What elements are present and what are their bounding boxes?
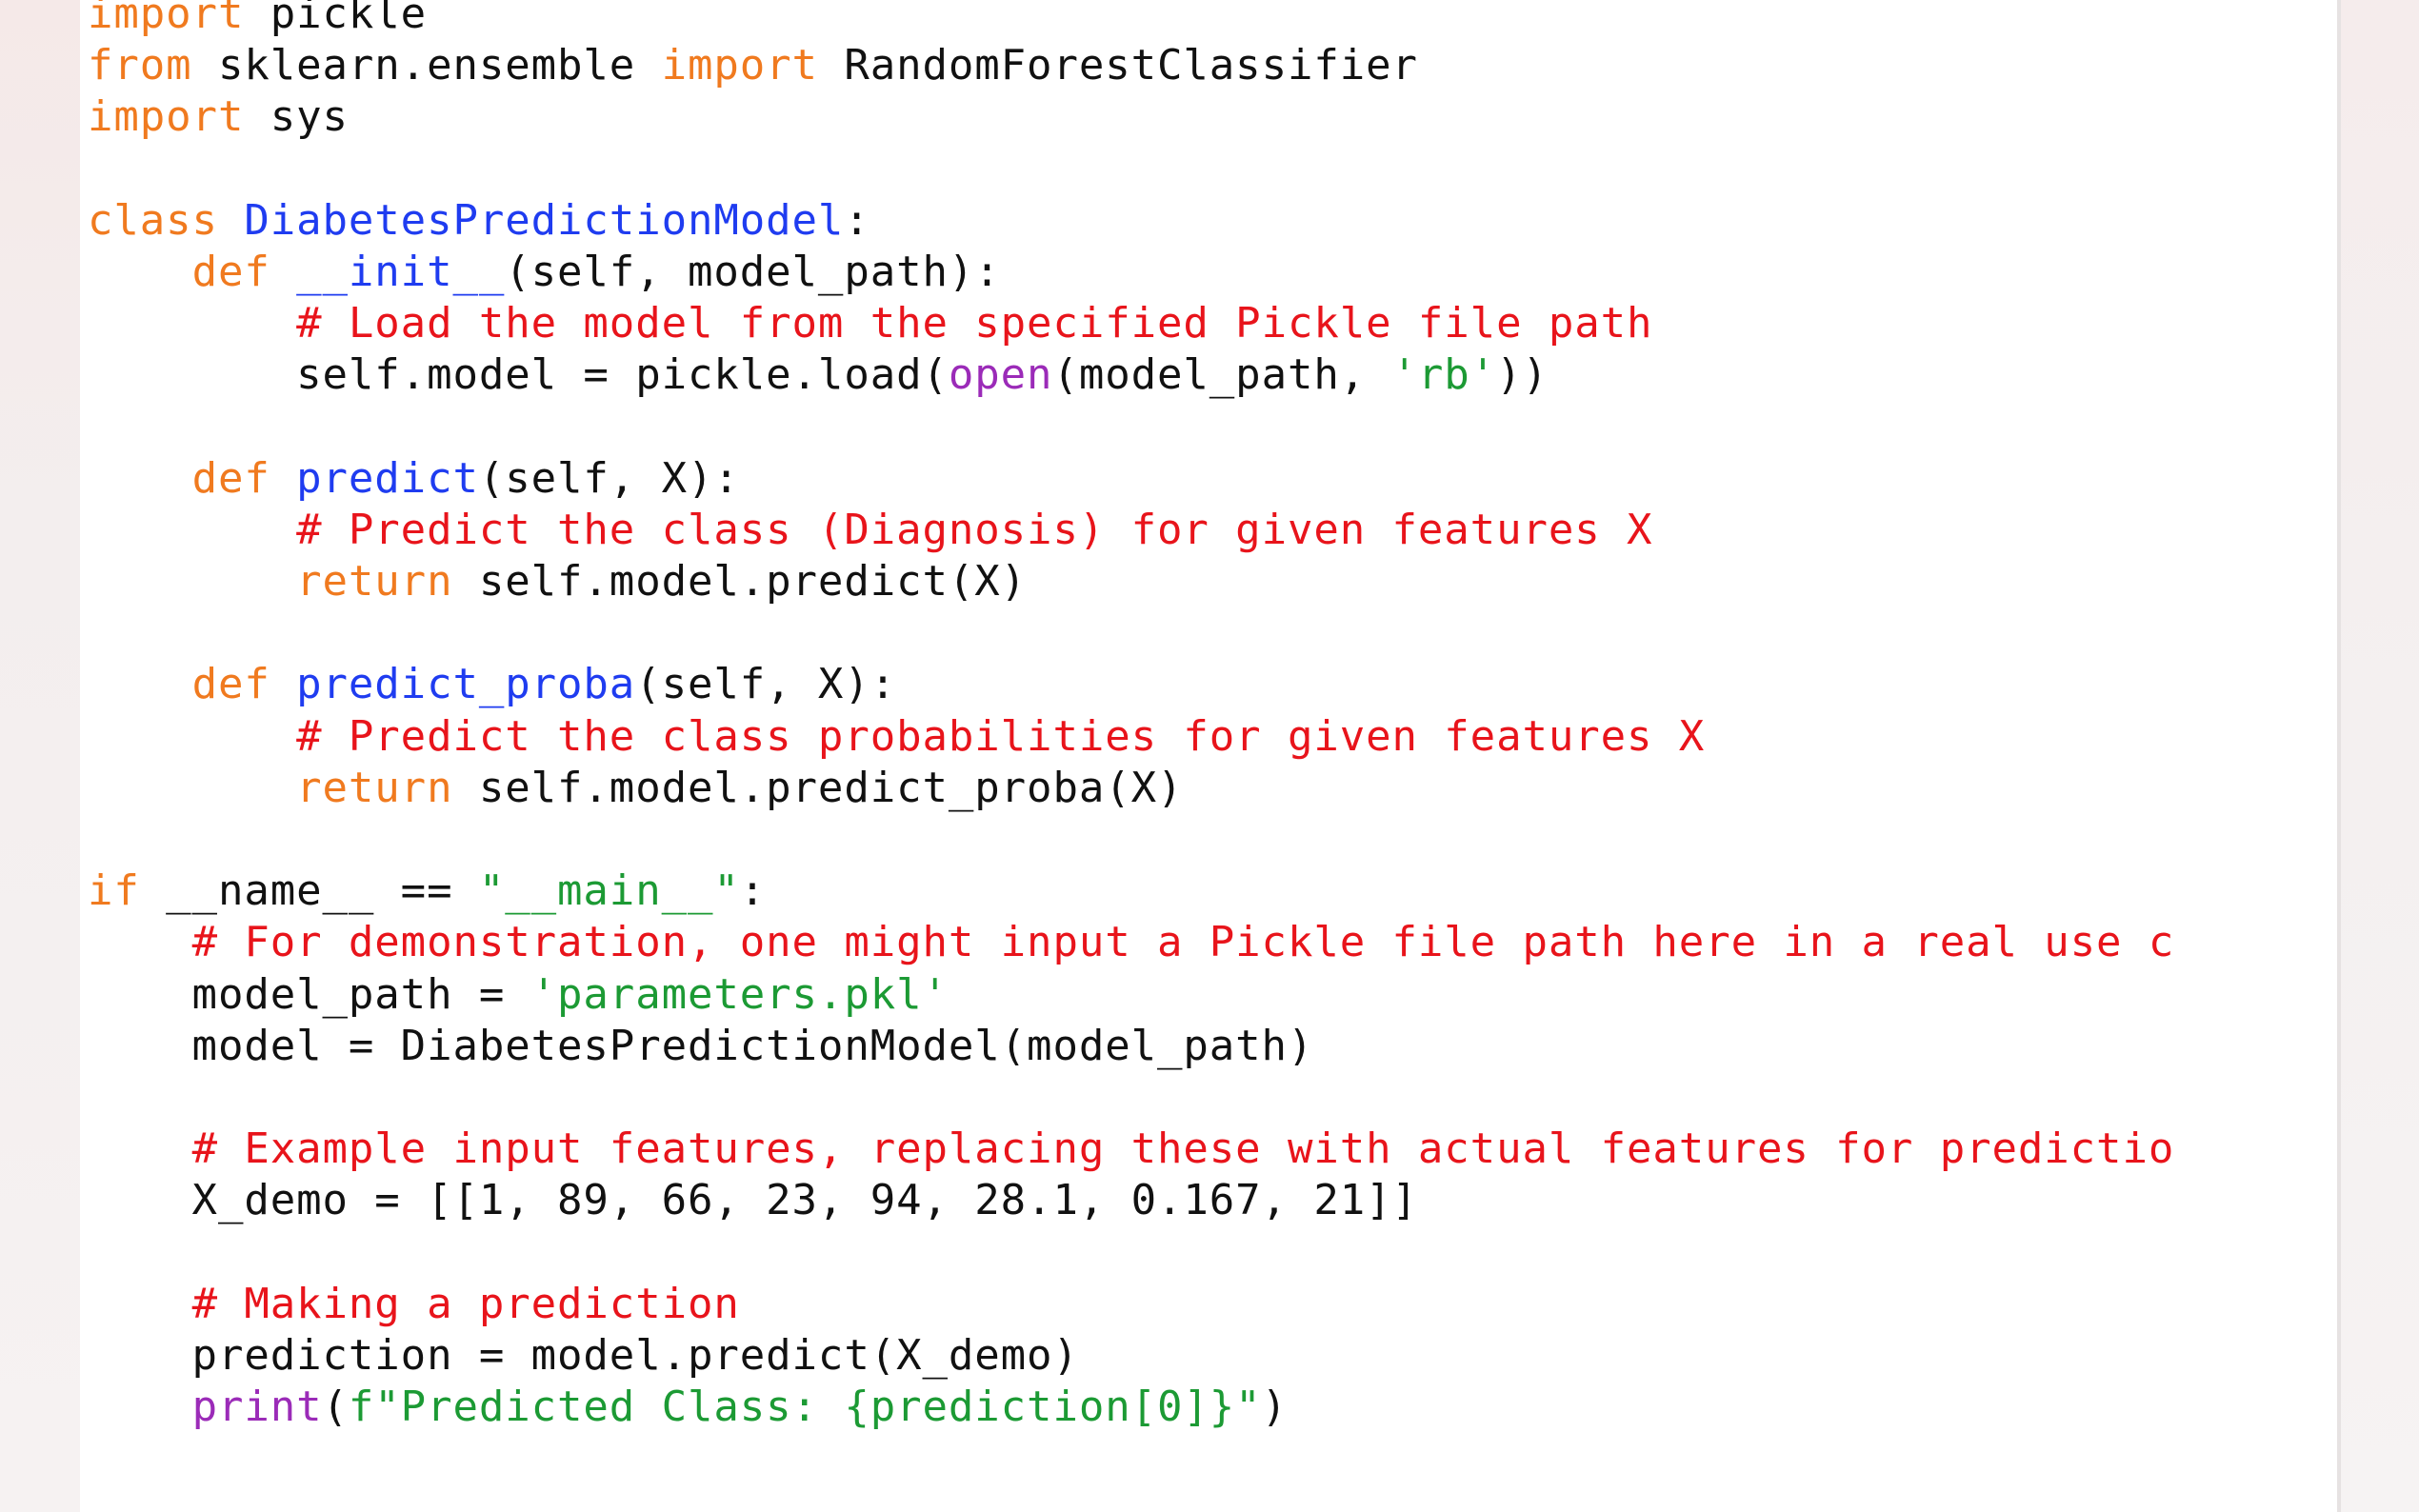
code-line[interactable]: def predict(self, X): [88, 453, 2174, 505]
code-line[interactable]: X_demo = [[1, 89, 66, 23, 94, 28.1, 0.16… [88, 1175, 2174, 1226]
code-line[interactable]: import sys [88, 91, 2174, 143]
code-token: model_path = [88, 969, 531, 1019]
keyword-token: def [191, 247, 270, 296]
keyword-token: def [191, 453, 270, 503]
editor-right-border [2337, 0, 2341, 1512]
code-line[interactable]: class DiabetesPredictionModel: [88, 195, 2174, 247]
definition-name-token: predict [296, 453, 479, 503]
code-token [88, 1124, 192, 1173]
string-token: f"Predicted Class: {prediction[0]}" [348, 1383, 1262, 1432]
comment-token: # Predict the class (Diagnosis) for give… [296, 505, 1653, 554]
code-token: ) [1261, 1383, 1288, 1432]
code-token: prediction = model.predict(X_demo) [88, 1330, 1079, 1380]
code-token [88, 712, 296, 761]
code-line[interactable]: def predict_proba(self, X): [88, 659, 2174, 710]
code-token [88, 764, 296, 812]
code-token: self.model.predict_proba(X) [452, 763, 1184, 812]
builtin-token: print [191, 1383, 323, 1432]
comment-token: # Predict the class probabilities for gi… [296, 711, 1706, 761]
code-line[interactable]: ​ [88, 402, 2174, 453]
code-token [88, 557, 296, 606]
builtin-token: open [948, 350, 1053, 400]
keyword-token: class [88, 195, 218, 245]
code-line[interactable]: ​ [88, 607, 2174, 659]
code-line[interactable]: ​ [88, 1072, 2174, 1124]
code-line[interactable]: def __init__(self, model_path): [88, 247, 2174, 298]
definition-name-token: predict_proba [296, 660, 636, 709]
code-token: X_demo = [[1, 89, 66, 23, 94, 28.1, 0.16… [88, 1176, 1418, 1225]
code-token: )) [1496, 350, 1549, 400]
code-line[interactable]: # For demonstration, one might input a P… [88, 917, 2174, 968]
definition-name-token: DiabetesPredictionModel [244, 195, 845, 245]
code-token [88, 918, 192, 966]
code-token: self.model.predict(X) [452, 557, 1028, 607]
code-token: : [739, 866, 767, 916]
keyword-token: if [88, 866, 140, 916]
code-token [88, 1280, 192, 1328]
code-line[interactable]: # Example input features, replacing thes… [88, 1124, 2174, 1175]
comment-token: # Making a prediction [191, 1279, 740, 1328]
code-token [270, 248, 296, 296]
code-line[interactable]: return self.model.predict(X) [88, 556, 2174, 607]
code-line[interactable]: print(f"Predicted Class: {prediction[0]}… [88, 1382, 2174, 1433]
code-token [88, 506, 296, 554]
code-line[interactable]: # Predict the class probabilities for gi… [88, 711, 2174, 763]
code-token [88, 299, 296, 348]
code-token [88, 454, 192, 503]
keyword-token: return [296, 763, 453, 812]
definition-name-token: __init__ [296, 247, 506, 296]
code-token: self.model = pickle.load( [88, 350, 949, 400]
code-token [88, 660, 192, 708]
code-token [270, 660, 296, 708]
code-line[interactable]: model = DiabetesPredictionModel(model_pa… [88, 1021, 2174, 1072]
code-line[interactable]: # Making a prediction [88, 1279, 2174, 1330]
code-token [270, 454, 296, 503]
code-token: sklearn.ensemble [191, 41, 662, 90]
code-line[interactable]: model_path = 'parameters.pkl' [88, 969, 2174, 1021]
code-token: pickle [244, 0, 428, 38]
comment-token: # Load the model from the specified Pick… [296, 299, 1653, 348]
code-line[interactable]: prediction = model.predict(X_demo) [88, 1330, 2174, 1382]
keyword-token: import [661, 41, 818, 90]
string-token: "__main__" [478, 866, 740, 916]
comment-token: # Example input features, replacing thes… [191, 1124, 2175, 1174]
code-token [88, 248, 192, 296]
code-token: (self, X): [478, 453, 740, 503]
code-line[interactable]: if __name__ == "__main__": [88, 865, 2174, 917]
code-line[interactable]: import pickle [88, 0, 2174, 40]
code-line[interactable]: ​ [88, 814, 2174, 865]
code-token [88, 1383, 192, 1431]
code-line[interactable]: from sklearn.ensemble import RandomFores… [88, 40, 2174, 91]
code-line[interactable]: self.model = pickle.load(open(model_path… [88, 349, 2174, 401]
keyword-token: return [296, 557, 453, 607]
code-token: : [844, 195, 870, 245]
code-token: ( [322, 1383, 349, 1432]
background-right-margin [2341, 0, 2419, 1512]
code-token: sys [244, 92, 349, 142]
code-line[interactable]: # Load the model from the specified Pick… [88, 298, 2174, 349]
code-token: (self, model_path): [505, 247, 1001, 296]
string-token: 'rb' [1391, 350, 1497, 400]
keyword-token: import [88, 92, 245, 142]
code-line[interactable]: return self.model.predict_proba(X) [88, 763, 2174, 814]
code-line[interactable]: ​ [88, 144, 2174, 195]
code-token: RandomForestClassifier [817, 41, 1418, 90]
code-token: model = DiabetesPredictionModel(model_pa… [88, 1021, 1314, 1070]
keyword-token: from [88, 41, 192, 90]
code-token: (model_path, [1052, 350, 1392, 400]
string-token: 'parameters.pkl' [530, 969, 949, 1019]
comment-token: # For demonstration, one might input a P… [191, 918, 2175, 967]
code-token [218, 196, 244, 245]
code-token: (self, X): [635, 660, 897, 709]
background-left-margin [0, 0, 80, 1512]
keyword-token: def [191, 660, 270, 709]
code-line[interactable]: ​ [88, 1227, 2174, 1279]
code-token: __name__ == [139, 866, 479, 916]
keyword-token: import [88, 0, 245, 38]
code-line[interactable]: # Predict the class (Diagnosis) for give… [88, 505, 2174, 556]
